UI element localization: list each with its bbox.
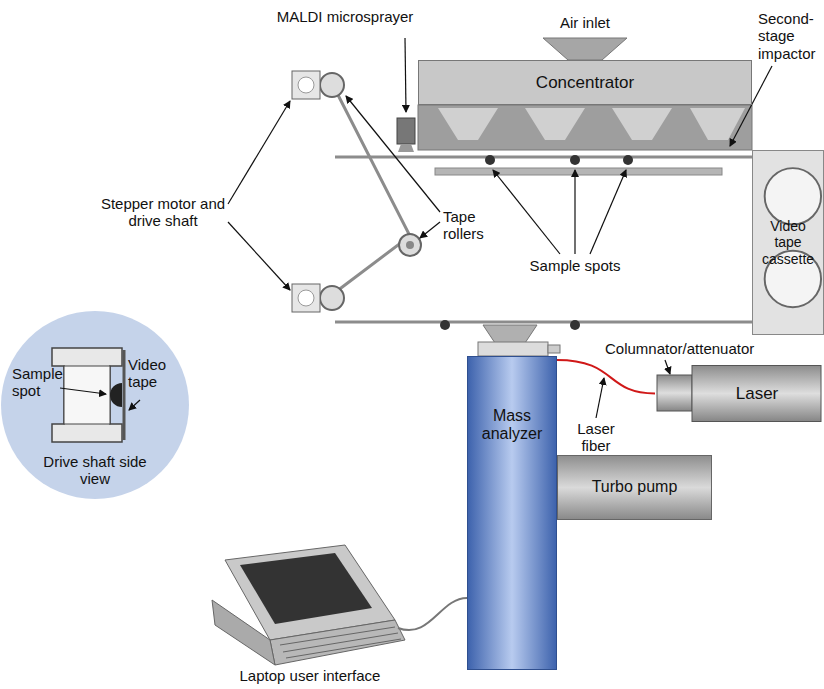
video-tape — [335, 93, 752, 322]
stepper-motor — [292, 71, 320, 312]
fiber-label: Laser fiber — [566, 420, 626, 455]
analyzer-inlet — [478, 325, 560, 356]
turbo-pump-box: Turbo pump — [557, 455, 712, 520]
node-text: Concentrator — [536, 73, 634, 93]
sample-spots — [440, 155, 633, 330]
laptop — [212, 545, 405, 665]
node-text: Mass analyzer — [470, 407, 554, 444]
microsprayer — [397, 118, 415, 152]
motor-label: Stepper motor and drive shaft — [100, 195, 226, 230]
laser-box: Laser — [655, 365, 822, 422]
roller-label: Tape rollers — [443, 208, 503, 243]
node-text: Video tape — [128, 356, 186, 391]
mass-analyzer-box: Mass analyzer — [467, 356, 557, 670]
impactor-label: Second-stage impactor — [758, 10, 822, 62]
impactor — [418, 105, 752, 175]
node-text: Turbo pump — [592, 478, 678, 496]
cassette-box: Video tape cassette — [752, 150, 824, 335]
laser-fiber — [557, 360, 655, 394]
node-text: Drive shaft side view — [35, 453, 155, 488]
node-text: Laser — [736, 384, 779, 404]
node-text: Sample spot — [12, 365, 72, 400]
air-inlet-funnel — [543, 38, 627, 60]
columnator-label: Columnator/attenuator — [605, 340, 795, 357]
node-text: Video tape cassette — [755, 218, 821, 266]
inlet-label: Air inlet — [540, 14, 630, 31]
sprayer-label: MALDI microsprayer — [255, 8, 435, 25]
inset-circle: Sample spot Video tapeDrive shaft side vi… — [0, 310, 190, 500]
laptop-label: Laptop user interface — [220, 667, 400, 684]
concentrator-box: Concentrator — [418, 60, 752, 105]
laptop-cable — [398, 598, 467, 630]
spots-label: Sample spots — [520, 257, 630, 274]
